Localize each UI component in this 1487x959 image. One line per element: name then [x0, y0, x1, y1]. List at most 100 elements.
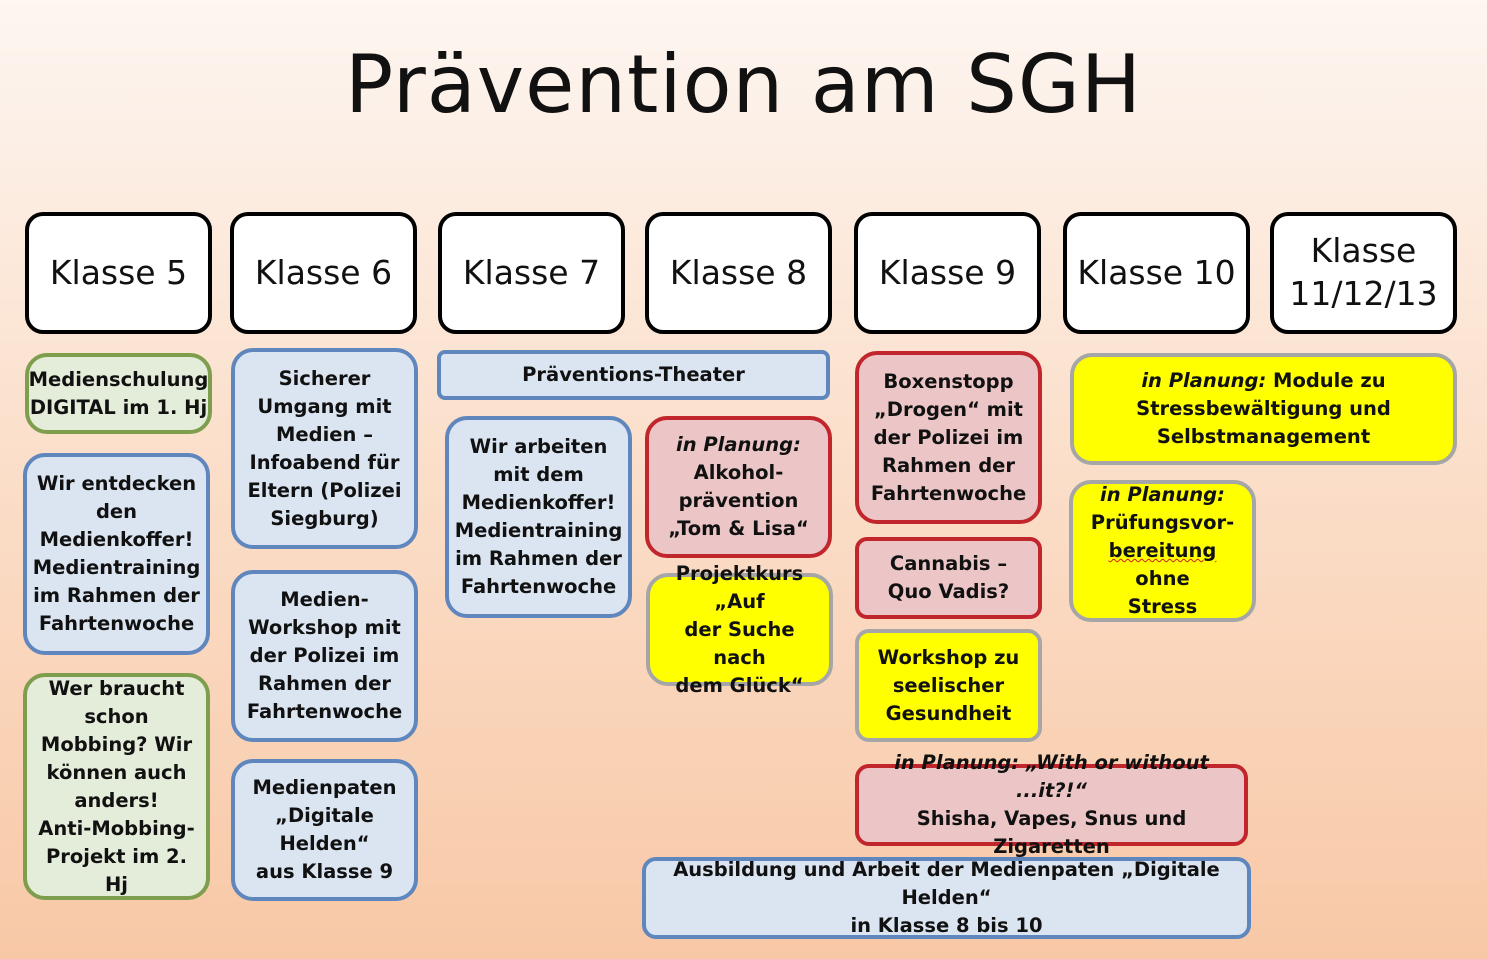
- box-line: Alkohol-: [693, 461, 784, 484]
- box-line: Gesundheit: [885, 701, 1012, 725]
- box-line: Selbstmanagement: [1156, 425, 1371, 448]
- box-line: Workshop zu: [877, 645, 1020, 669]
- box-line: Quo Vadis?: [887, 580, 1010, 603]
- planning-label: in Planung:: [1141, 369, 1267, 392]
- box-line: in Planung: Module zu: [1136, 367, 1391, 395]
- header-label: Klasse 5: [49, 252, 188, 292]
- box-line: mit dem: [493, 463, 584, 486]
- box-line: Fahrtenwoche: [246, 700, 403, 723]
- box-anti-mobbing: Wer braucht schon Mobbing? Wir können au…: [23, 673, 210, 900]
- box-shisha-vapes: in Planung: „With or without ...it?!“ Sh…: [855, 751, 1248, 858]
- box-line: Wer braucht: [48, 676, 185, 700]
- box-line: Rahmen der: [257, 672, 392, 695]
- box-line: schon: [84, 704, 149, 728]
- spellcheck-word: bereitung: [1108, 539, 1217, 562]
- box-line: Projekt im 2. Hj: [45, 844, 188, 896]
- box-cannabis: Cannabis – Quo Vadis?: [855, 537, 1042, 619]
- box-line: Siegburg): [270, 506, 379, 530]
- header-label: Klasse 7: [462, 252, 601, 292]
- box-line: Helden“: [279, 832, 370, 855]
- header-label: Klasse 10: [1077, 252, 1236, 292]
- box-line: Medientraining: [454, 519, 623, 542]
- box-line: „Tom & Lisa“: [668, 517, 809, 540]
- box-line: Stress: [1127, 595, 1198, 618]
- box-line: Medienpaten: [252, 776, 397, 799]
- box-stressbewaeltigung: in Planung: Module zu Stressbewältigung …: [1070, 353, 1457, 465]
- box-line: Shisha, Vapes, Snus und Zigaretten: [916, 807, 1187, 858]
- box-line: Mobbing? Wir: [40, 732, 193, 756]
- box-line: seelischer: [892, 673, 1005, 697]
- box-line: Prüfungsvor-: [1090, 511, 1235, 534]
- box-line: der Suche nach: [684, 617, 795, 669]
- box-seelische-gesundheit: Workshop zu seelischer Gesundheit: [855, 629, 1042, 742]
- box-medienkoffer-klasse-5: Wir entdecken den Medienkoffer! Medientr…: [23, 453, 210, 655]
- box-sicherer-umgang: Sicherer Umgang mit Medien – Infoabend f…: [231, 348, 418, 549]
- box-line: „Drogen“ mit: [873, 397, 1023, 421]
- box-line: Medientraining: [32, 556, 201, 579]
- box-line: Infoabend für: [249, 450, 400, 474]
- box-line: Ausbildung und Arbeit der Medienpaten „D…: [673, 858, 1220, 909]
- box-line: Medienschulung: [28, 367, 209, 391]
- box-line: „Digitale: [275, 804, 374, 827]
- box-ausbildung-medienpaten: Ausbildung und Arbeit der Medienpaten „D…: [642, 857, 1251, 939]
- box-projektkurs: Projektkurs „Auf der Suche nach dem Glüc…: [646, 562, 833, 697]
- box-line-rest: Module zu: [1266, 369, 1386, 392]
- box-line: Medien –: [276, 422, 373, 446]
- box-line: anders!: [74, 788, 159, 812]
- box-line: aus Klasse 9: [255, 860, 394, 883]
- box-medien-workshop: Medien- Workshop mit der Polizei im Rahm…: [231, 570, 418, 742]
- box-line: Boxenstopp: [883, 369, 1014, 393]
- header-label: Klasse 8: [669, 252, 808, 292]
- box-line: Wir entdecken: [36, 472, 197, 495]
- box-line: bereitung ohne: [1081, 537, 1244, 593]
- box-line: der Polizei im: [249, 644, 400, 667]
- header-label-line1: Klasse: [1310, 231, 1417, 271]
- planning-label: in Planung:: [1100, 483, 1225, 506]
- box-line-rest: ohne: [1135, 567, 1190, 590]
- box-medienkoffer-klasse-7: Wir arbeiten mit dem Medienkoffer! Medie…: [445, 416, 632, 618]
- box-line: prävention: [678, 489, 799, 512]
- box-medienpaten: Medienpaten „Digitale Helden“ aus Klasse…: [231, 759, 418, 901]
- planning-label: in Planung: „With or without ...it?!“: [894, 751, 1209, 802]
- header-klasse-5: Klasse 5: [25, 212, 212, 334]
- header-klasse-6: Klasse 6: [230, 212, 417, 334]
- header-label-line2: 11/12/13: [1289, 274, 1438, 313]
- box-praeventions-theater: Präventions-Theater: [437, 350, 830, 400]
- box-line: Präventions-Theater: [522, 363, 745, 386]
- box-line: der Polizei im: [873, 425, 1024, 449]
- box-line: Medienkoffer!: [461, 491, 616, 514]
- box-line: Wir arbeiten: [469, 435, 608, 458]
- box-line: Eltern (Polizei: [247, 478, 402, 502]
- box-line: Fahrtenwoche: [460, 575, 617, 598]
- box-line: Medien-: [280, 588, 369, 611]
- box-line: Stressbewältigung und: [1136, 397, 1391, 420]
- box-line: Rahmen der: [881, 453, 1016, 477]
- header-klasse-8: Klasse 8: [645, 212, 832, 334]
- header-klasse-7: Klasse 7: [438, 212, 625, 334]
- box-boxenstopp: Boxenstopp „Drogen“ mit der Polizei im R…: [855, 351, 1042, 524]
- box-line: Anti-Mobbing-: [38, 816, 195, 840]
- header-klasse-9: Klasse 9: [854, 212, 1041, 334]
- header-klasse-11-12-13: Klasse 11/12/13: [1270, 212, 1457, 334]
- box-line: dem Glück“: [675, 673, 804, 697]
- planning-label: in Planung:: [676, 433, 801, 456]
- page-title: Prävention am SGH: [345, 38, 1142, 131]
- box-line: DIGITAL im 1. Hj: [29, 395, 208, 419]
- header-label: Klasse 9: [878, 252, 1017, 292]
- box-line: in Klasse 8 bis 10: [850, 914, 1043, 937]
- box-line: Sicherer: [278, 366, 371, 390]
- box-line: im Rahmen der: [33, 584, 200, 607]
- box-line: Fahrtenwoche: [38, 612, 195, 635]
- box-medienschulung: Medienschulung DIGITAL im 1. Hj: [25, 353, 212, 434]
- box-line: können auch: [46, 760, 187, 784]
- box-line: im Rahmen der: [455, 547, 622, 570]
- header-klasse-10: Klasse 10: [1063, 212, 1250, 334]
- box-line: Projektkurs „Auf: [675, 561, 804, 613]
- box-pruefungsvorbereitung: in Planung: Prüfungsvor- bereitung ohne …: [1069, 480, 1256, 622]
- box-line: Umgang mit: [257, 394, 392, 418]
- header-label: Klasse 6: [254, 252, 393, 292]
- box-line: Workshop mit: [248, 616, 401, 639]
- box-line: den: [95, 500, 138, 523]
- box-line: Cannabis –: [889, 552, 1008, 575]
- box-alkoholpraevention: in Planung: Alkohol- prävention „Tom & L…: [645, 416, 832, 558]
